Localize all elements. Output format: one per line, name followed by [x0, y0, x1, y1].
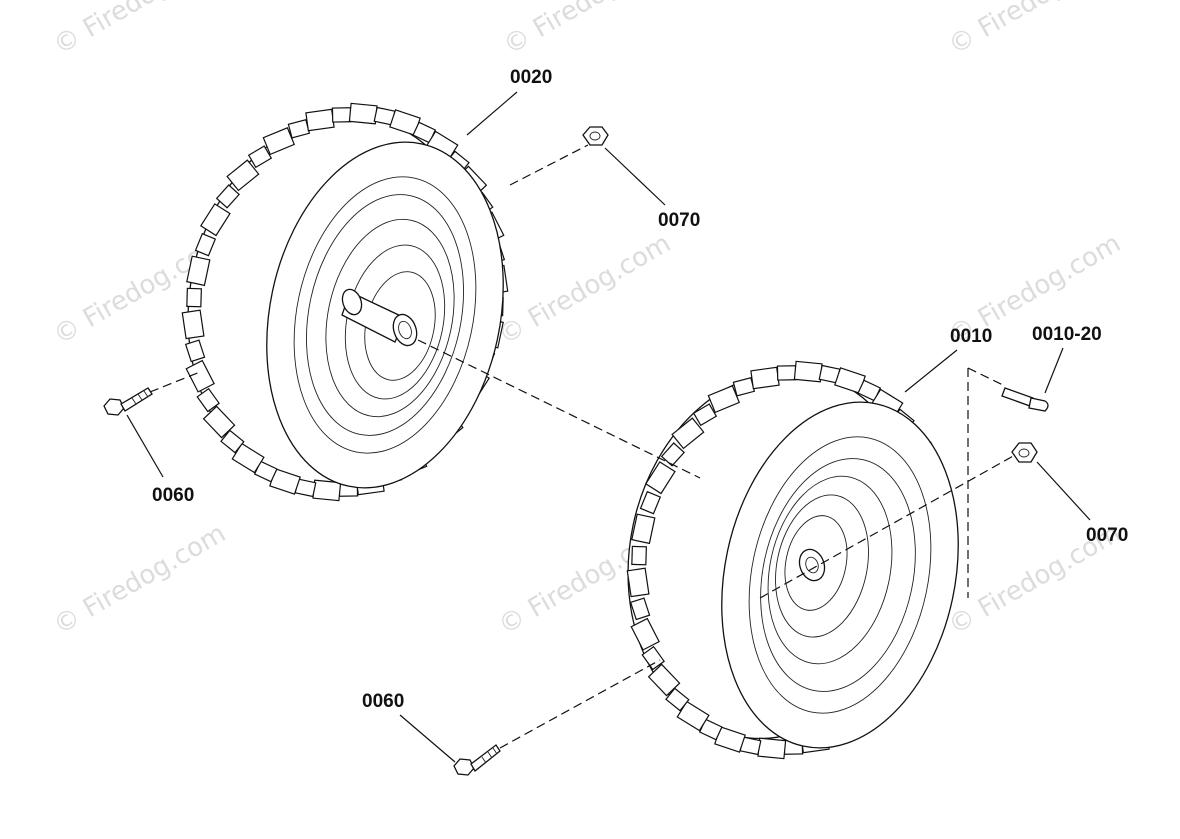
rim-ring	[767, 475, 893, 665]
tread-lug	[665, 687, 690, 712]
tread-lug	[202, 405, 236, 439]
tread-lug	[645, 461, 676, 495]
callout-valve-stem: 0010-20	[1032, 324, 1102, 345]
tread-lug	[226, 159, 260, 192]
tread-lug	[630, 617, 660, 651]
tread-lug	[631, 513, 656, 545]
tread-lug	[247, 145, 273, 169]
tread-lug	[186, 255, 211, 287]
callout-nut-right: 0070	[1086, 525, 1128, 546]
tread-lug	[215, 184, 240, 209]
hub-bore	[392, 313, 418, 347]
hub-bore-inner	[398, 320, 412, 340]
wheel-left	[181, 102, 509, 502]
tread-lug	[194, 232, 217, 257]
tread-lug	[185, 359, 215, 393]
hub-bore-inner	[805, 556, 819, 574]
callout-wheel-right: 0010	[950, 326, 992, 347]
tread-lug	[631, 545, 647, 566]
callout-nut-top: 0070	[658, 210, 700, 231]
bolt-bottom	[453, 744, 501, 776]
hub-tube-end	[341, 288, 363, 316]
tread-lug	[641, 645, 665, 671]
tread-lug	[220, 429, 245, 454]
hex-nut-right	[1011, 442, 1038, 463]
tread-lug	[348, 102, 378, 125]
tread-lug	[757, 737, 787, 760]
tread-lug	[793, 360, 823, 383]
rim-ring	[306, 194, 464, 436]
tread-lug	[196, 387, 220, 413]
callout-bolt-left: 0060	[152, 485, 194, 506]
tread-lug	[750, 366, 780, 390]
wheel-right	[626, 360, 959, 760]
tread-lug	[231, 442, 265, 474]
hex-nut-top	[582, 126, 609, 146]
tread-lug	[671, 417, 705, 450]
tread-lug	[692, 403, 718, 427]
valve-stem	[1001, 387, 1049, 412]
tread-lug	[312, 479, 342, 502]
rim-ring	[325, 218, 455, 418]
tread-lug	[331, 107, 352, 123]
tread-lug	[305, 108, 335, 132]
rim-outer	[293, 176, 477, 454]
rim-ring	[760, 458, 916, 692]
tread-lug	[629, 597, 651, 621]
bolt-left	[103, 387, 153, 416]
tread-lug	[186, 287, 202, 308]
tread-lug	[660, 442, 685, 467]
tread-lug	[200, 203, 231, 237]
rim-ring	[784, 515, 848, 611]
assembly-lines	[149, 144, 1016, 749]
callout-bolt-bottom: 0060	[362, 691, 404, 712]
rim-ring	[775, 494, 869, 638]
watermark: © Firedog.com	[944, 0, 1126, 61]
tread-lug	[181, 309, 205, 340]
tread-lug	[262, 127, 296, 156]
callout-wheel-left: 0020	[510, 67, 552, 88]
watermark: © Firedog.com	[494, 228, 676, 351]
tread-lug	[647, 663, 681, 697]
tread-lug	[184, 339, 206, 363]
tread-lug	[676, 700, 710, 732]
rim-outer	[748, 436, 932, 714]
watermark: © Firedog.com	[49, 518, 231, 641]
hub-bore	[798, 548, 826, 582]
leader-lines	[126, 91, 1091, 763]
tread-lug	[776, 365, 797, 381]
callout-labels: 0020 0070 0060 0010 0010-20 0070 0060	[152, 67, 1128, 712]
tread-lug	[707, 385, 741, 414]
tread-lug	[639, 490, 662, 515]
watermark: © Firedog.com	[49, 0, 231, 61]
watermark: © Firedog.com	[499, 0, 681, 61]
tread-lug	[626, 567, 650, 598]
